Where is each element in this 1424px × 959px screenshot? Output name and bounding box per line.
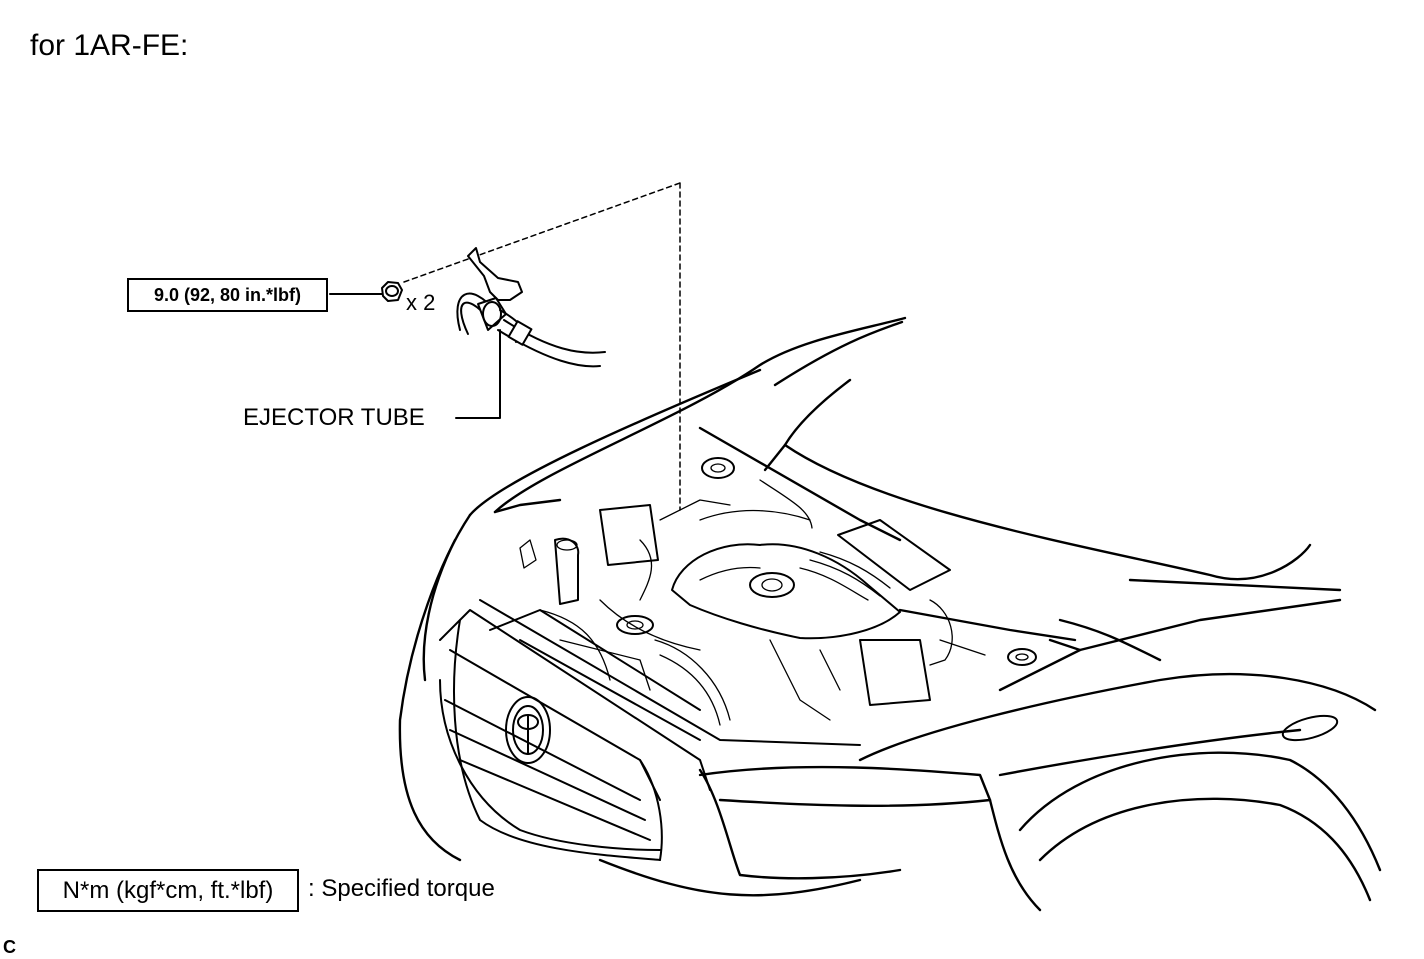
ejector-tube-label: EJECTOR TUBE bbox=[243, 404, 425, 431]
quantity-label: x 2 bbox=[406, 290, 436, 315]
engine-bay bbox=[519, 457, 1037, 726]
emblem-icon bbox=[505, 696, 551, 764]
legend-description: : Specified torque bbox=[308, 875, 495, 902]
figure-code: C bbox=[3, 937, 16, 957]
diagram-title: for 1AR-FE: bbox=[30, 29, 189, 62]
torque-spec-box: 9.0 (92, 80 in.*lbf) bbox=[127, 278, 328, 312]
door-handle-icon bbox=[1281, 714, 1339, 742]
leader-lines bbox=[329, 182, 681, 511]
ejector-tube-part bbox=[456, 247, 606, 368]
hood bbox=[468, 316, 1312, 581]
legend-torque-box: N*m (kgf*cm, ft.*lbf) bbox=[37, 869, 299, 912]
vehicle-body bbox=[398, 513, 1382, 912]
nut-icon bbox=[381, 281, 403, 302]
grille bbox=[439, 599, 861, 861]
